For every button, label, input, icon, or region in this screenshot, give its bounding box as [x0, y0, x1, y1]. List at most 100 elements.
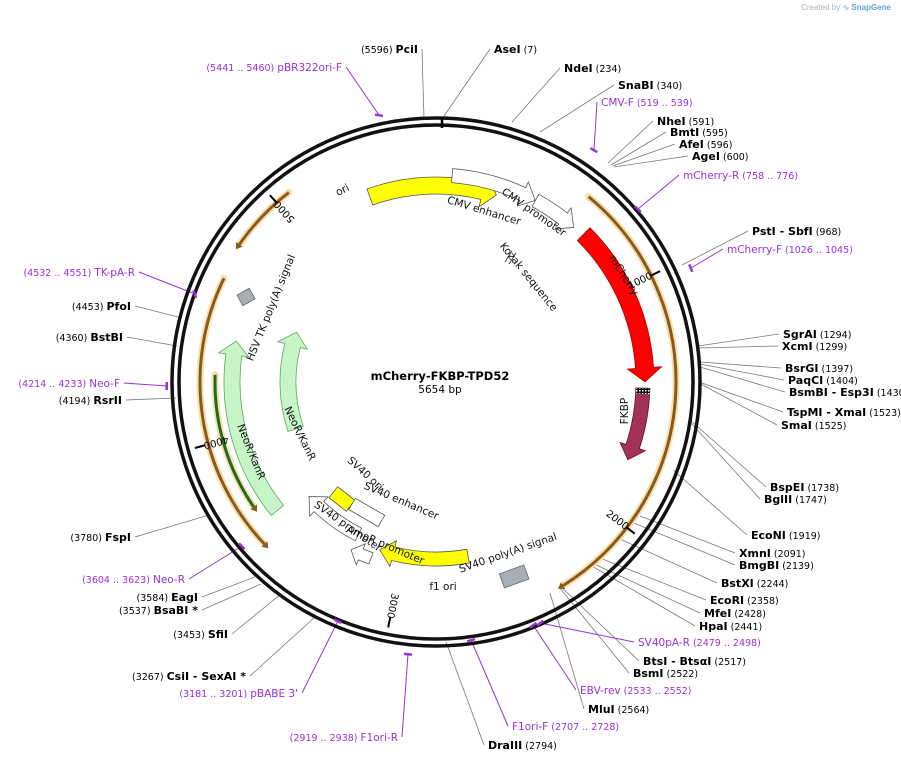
feature-fkbp-cap: [635, 387, 650, 395]
primer-mark-cmv-f: [589, 147, 598, 154]
primer-label-f1ori-r: (2919 .. 2938) F1ori-R: [290, 732, 398, 744]
feature-mcherry: [576, 227, 663, 383]
primer-leader-ebv-rev: [532, 624, 577, 691]
enzyme-label-tspmi: TspMI - XmaI (1523): [787, 406, 901, 419]
tick-label-1000: 1000: [627, 271, 655, 292]
enzyme-leader-nhei: [607, 120, 654, 164]
enzyme-sep: -: [828, 386, 840, 399]
enzyme-site-btsi: BtsI - BtsαI (2517): [643, 655, 746, 668]
enzyme-site-snabi: SnaBI (340): [618, 79, 682, 92]
enzyme-leader-draiii: [445, 641, 485, 746]
primer-mark-ebv-rev: [529, 621, 538, 629]
credit-prefix: Created by: [801, 3, 841, 12]
enzyme-label-sfii: (3453) SfiI: [173, 628, 228, 641]
enzyme-leader-bmti: [610, 131, 667, 166]
enzyme-site-bstbi: (4360) BstBI: [56, 331, 123, 344]
primer-site-cmv-f: CMV-F (519 .. 539): [589, 97, 693, 154]
enzyme-name: AseI: [494, 43, 521, 56]
orf-track-arrowhead: [261, 541, 269, 549]
enzyme-label-csii: (3267) CsiI - SexAI *: [132, 670, 246, 683]
enzyme-leader-bstbi: [126, 336, 178, 347]
enzyme-leader-econi: [672, 469, 748, 536]
enzyme-name: PfoI: [107, 300, 132, 313]
enzyme-site-bsabi: (3537) BsaBI *: [119, 604, 198, 617]
enzyme-label-agei: AgeI (600): [692, 150, 749, 163]
primer-pos: (1026 .. 1045): [782, 245, 853, 256]
enzyme-name: SfiI: [208, 628, 228, 641]
enzyme-pos: (2091): [771, 549, 806, 560]
enzyme-site-sgrai: SgrAI (1294): [783, 328, 851, 341]
orf-track-left: [198, 277, 266, 545]
enzyme-site-csii: (3267) CsiI - SexAI *: [132, 670, 246, 683]
enzyme-label-draiii: DraIII (2794): [488, 739, 557, 752]
primer-mark-neo-r: [238, 542, 246, 550]
enzyme-pos: (596): [704, 140, 733, 151]
enzyme-name: BstXI: [721, 577, 754, 590]
enzyme-label-mfei: MfeI (2428): [704, 607, 766, 620]
enzyme-pos: (1397): [818, 364, 853, 375]
enzyme-site-mfei: MfeI (2428): [704, 607, 766, 620]
orf-track-upper-left: [238, 191, 290, 246]
enzyme-site-sfii: (3453) SfiI: [173, 628, 228, 641]
tick-label-2000: 2000: [604, 509, 631, 533]
enzyme-leader-bspei: [689, 419, 767, 488]
enzyme-label-eagi: (3584) EagI: [136, 591, 198, 604]
enzyme-pos: (234): [593, 64, 622, 75]
enzyme-pos: (3780): [70, 533, 105, 544]
enzyme-name: BglII: [764, 493, 792, 506]
tick-mark-4000: [194, 444, 205, 449]
enzyme-name: MfeI: [704, 607, 731, 620]
backbone: [170, 116, 702, 648]
enzyme-label-sgrai: SgrAI (1294): [783, 328, 851, 341]
enzyme-name: DraIII: [488, 739, 522, 752]
enzyme-site-mlui: MluI (2564): [588, 703, 649, 716]
enzyme-name: NdeI: [564, 62, 593, 75]
enzyme-pos: (2139): [779, 561, 814, 572]
enzyme-label-paqci: PaqCI (1404): [788, 374, 858, 387]
enzyme-pos: (7): [521, 45, 537, 56]
enzyme-pos: (1404): [823, 376, 858, 387]
enzyme-name: XcmI: [782, 340, 813, 353]
enzyme-site-pfoi: (4453) PfoI: [72, 300, 131, 313]
enzyme-name: SgrAI: [783, 328, 817, 341]
primer-site-pbr322ori-f: (5441 .. 5460) pBR322ori-F: [206, 62, 384, 118]
primer-name: SV40pA-R: [638, 637, 690, 649]
enzyme-site-bsmbi: BsmBI - Esp3I (1430): [789, 386, 901, 399]
enzyme-leader-pcii: [421, 48, 425, 120]
enzyme-label-econi: EcoNI (1919): [751, 529, 821, 542]
primer-pos: (2707 .. 2728): [548, 722, 619, 733]
enzyme-name: BsmI: [633, 667, 664, 680]
orf-track-mcherry-fkbp: [562, 195, 678, 587]
enzyme-sep: -: [823, 406, 835, 419]
feature-label-sv40-poly-a-signal: SV40 poly(A) signal: [458, 531, 559, 576]
enzyme-leader-paqci: [699, 363, 785, 381]
enzyme-name: BmtI: [670, 126, 699, 139]
primer-label-pbr322ori-f: (5441 .. 5460) pBR322ori-F: [206, 62, 342, 74]
primer-leader-f1ori-f: [470, 639, 509, 727]
primer-site-sv40pa-r: SV40pA-R (2479 .. 2498): [536, 619, 761, 649]
primer-label-sv40pa-r: SV40pA-R (2479 .. 2498): [638, 637, 761, 649]
enzyme-pos: (600): [720, 152, 749, 163]
enzyme-pos: (3267): [132, 672, 167, 683]
feature-label-fkbp: FKBP: [619, 398, 631, 424]
enzyme-name2: SbfI: [788, 225, 813, 238]
enzyme-site-asei: AseI (7): [494, 43, 537, 56]
primer-site-tk-pa-r: (4532 .. 4551) TK-pA-R: [23, 267, 198, 299]
primer-label-tk-pa-r: (4532 .. 4551) TK-pA-R: [23, 267, 135, 279]
enzyme-leader-bmgbi: [633, 522, 736, 566]
primer-site-neo-r: (3604 .. 3623) Neo-R: [82, 542, 246, 586]
enzyme-site-smai: SmaI (1525): [781, 419, 847, 432]
enzyme-leader-ndei: [511, 67, 561, 123]
enzyme-leader-rsrii: [125, 397, 177, 401]
enzyme-name: BsrGI: [785, 362, 818, 375]
enzyme-pos: (1299): [813, 342, 848, 353]
enzyme-pos: (2517): [711, 657, 746, 668]
enzyme-name: BtsI: [643, 655, 667, 668]
enzyme-name: PstI: [752, 225, 776, 238]
enzyme-label-mlui: MluI (2564): [588, 703, 649, 716]
primer-site-neo-f: (4214 .. 4233) Neo-F: [18, 378, 168, 390]
primer-mark-neo-f: [165, 382, 168, 390]
enzyme-site-afei: AfeI (596): [679, 138, 732, 151]
primer-mark-pbabe-3: [333, 618, 343, 625]
